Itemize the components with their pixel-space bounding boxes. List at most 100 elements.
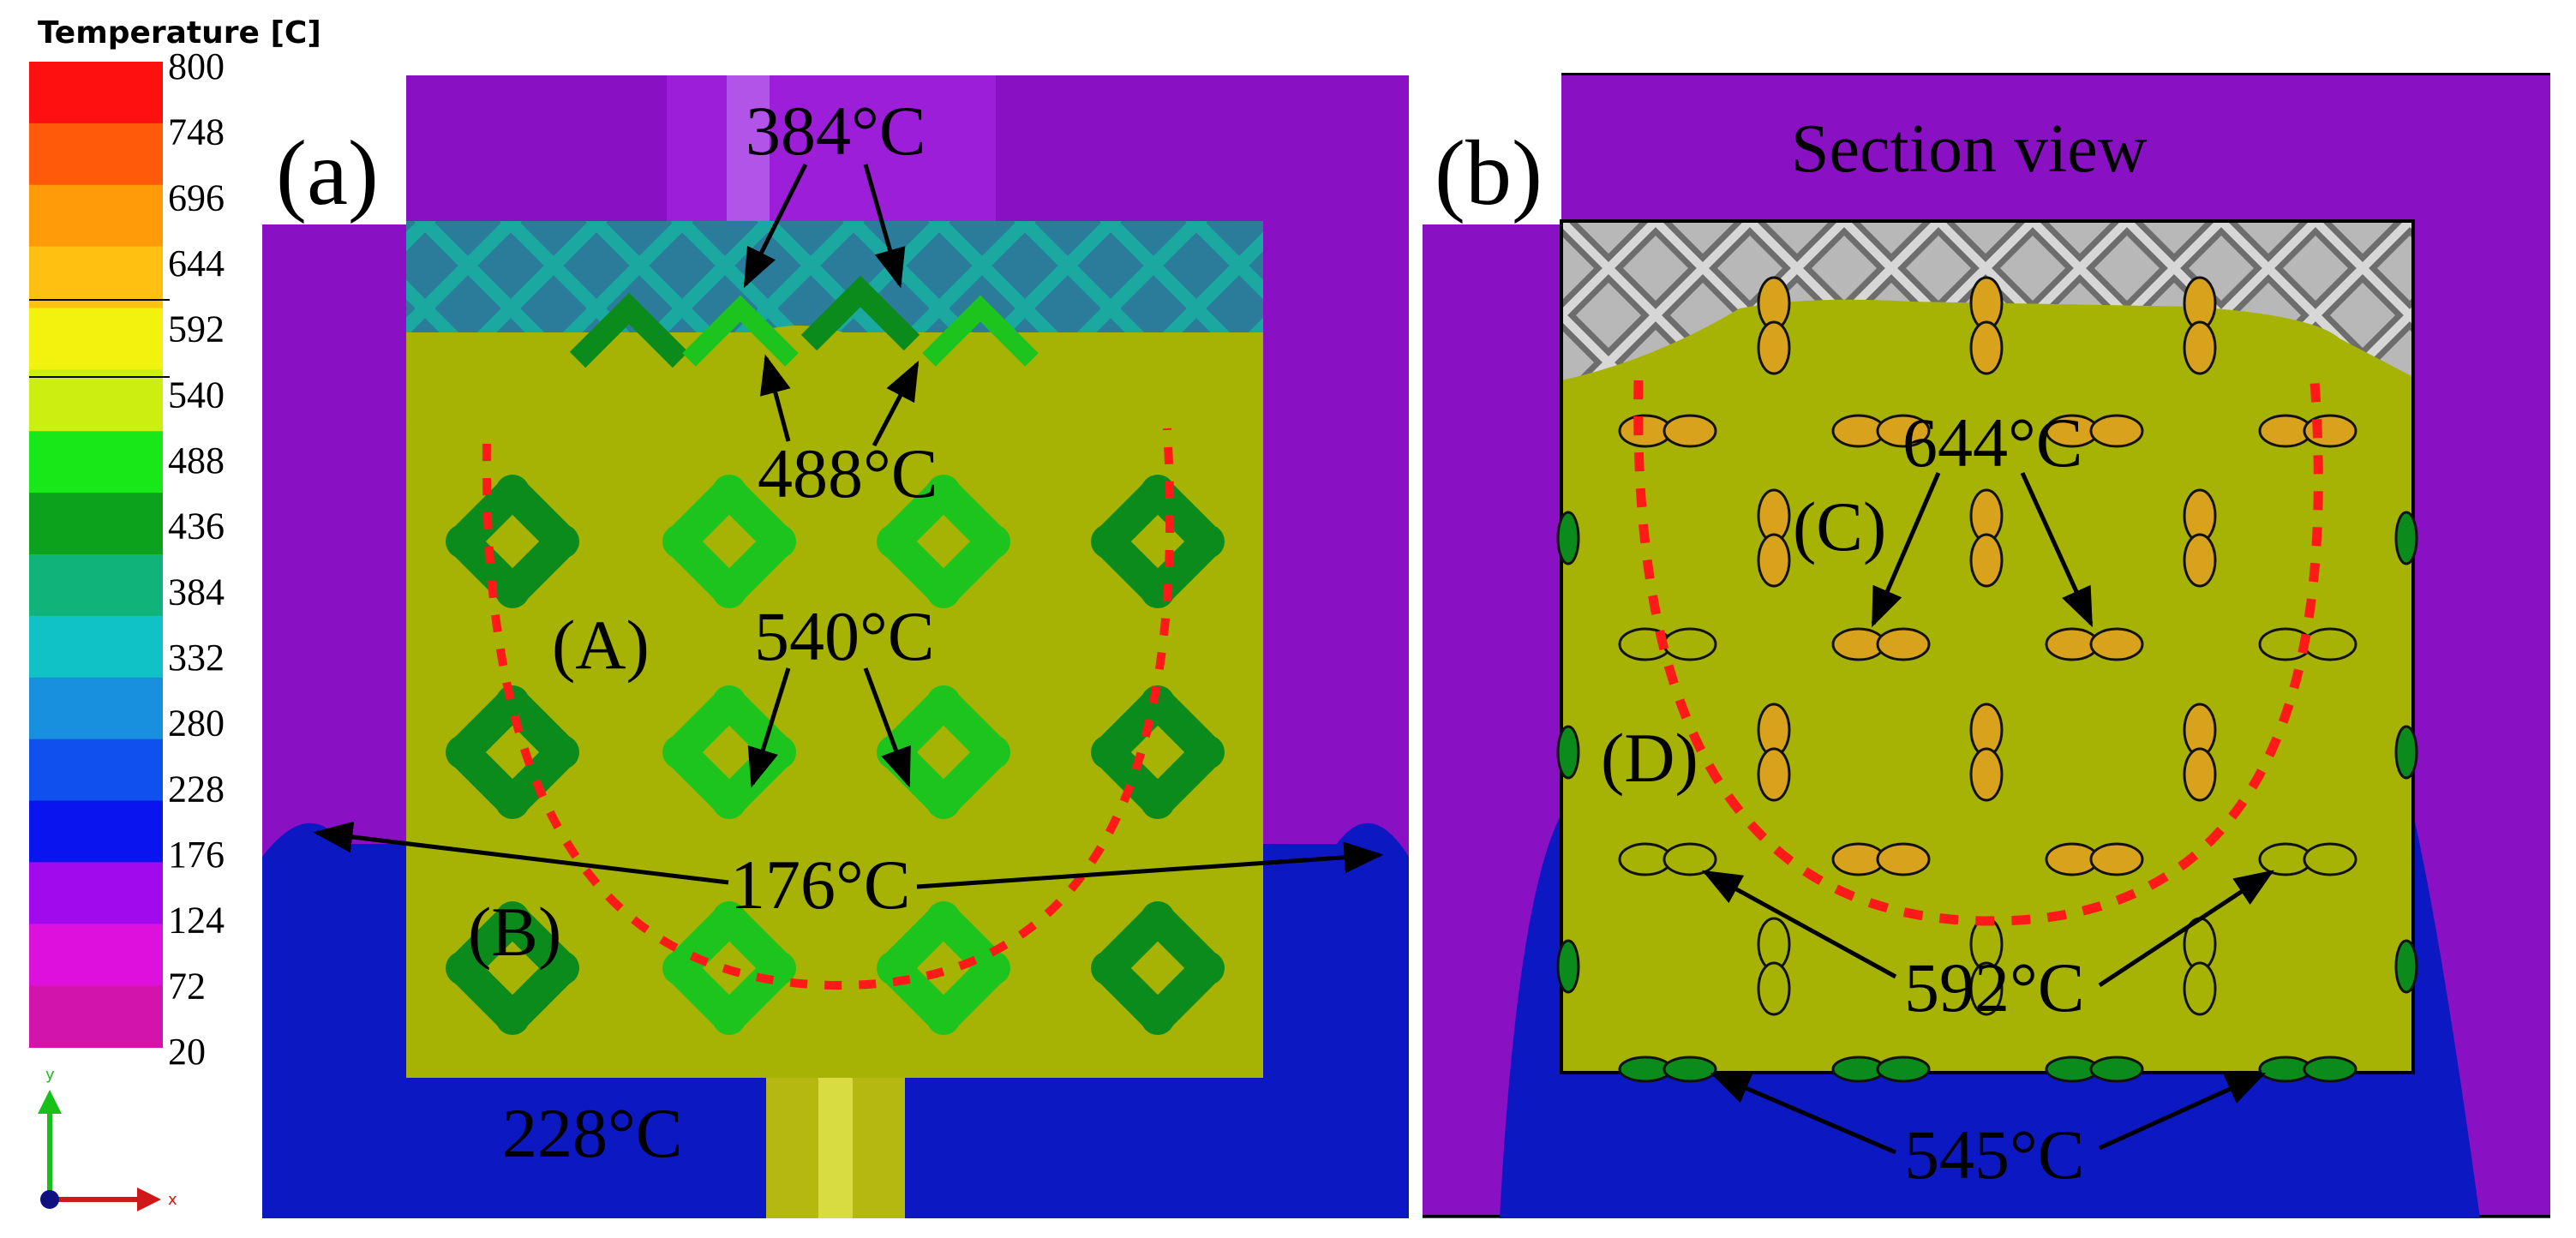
edge-node	[1556, 725, 1580, 780]
legend-band	[29, 800, 163, 864]
bottom-node	[1662, 1056, 1717, 1083]
legend-tick-label: 644	[168, 242, 225, 284]
temp-228: 228°C	[502, 1094, 683, 1172]
legend-band	[29, 123, 163, 186]
lattice-joint	[976, 524, 1010, 559]
section-node	[1757, 533, 1791, 588]
legend-band	[29, 431, 163, 494]
lattice-joint	[1141, 1001, 1175, 1035]
lattice-joint	[545, 735, 579, 769]
edge-node	[2394, 511, 2418, 565]
label-b: (b)	[1435, 123, 1543, 224]
lattice-joint	[712, 685, 746, 720]
lattice-joint	[1190, 524, 1225, 559]
section-node	[1662, 414, 1717, 448]
lattice-joint	[545, 524, 579, 559]
lattice-joint	[926, 475, 961, 509]
arrow-592-right	[2098, 870, 2274, 988]
axis-triad: y x	[38, 1066, 177, 1211]
frame-top	[1561, 73, 2550, 75]
y-axis-arrowhead	[38, 1090, 62, 1114]
section-node	[1969, 320, 2004, 375]
lattice-joint	[926, 685, 961, 720]
panel-b: (b) Section view 644°C 592°C 545°C (C) (…	[1423, 73, 2550, 1218]
lattice-joint	[976, 735, 1010, 769]
legend-tick-label: 800	[168, 45, 225, 87]
lattice-joint	[926, 901, 961, 936]
lattice-joint	[495, 1001, 530, 1035]
legend-band	[29, 985, 163, 1048]
strut-green-light	[922, 295, 1039, 367]
lattice-joint	[495, 475, 530, 509]
arrow-545-right	[2098, 1072, 2267, 1151]
temp-176: 176°C	[730, 846, 911, 924]
lattice-joint	[662, 951, 697, 985]
arrow-176-right	[916, 841, 1384, 889]
legend-color-bands	[29, 62, 163, 1048]
region-C: (C)	[1793, 487, 1886, 565]
runner-highlight	[818, 1078, 853, 1218]
lattice-joint	[446, 735, 480, 769]
lattice-nodes	[446, 475, 1225, 1035]
arrow-176-left	[313, 821, 729, 885]
section-node	[2089, 842, 2144, 876]
bottom-node	[1876, 1056, 1931, 1083]
lattice-joint	[1141, 901, 1175, 936]
temperature-legend: Temperature [C] 800748696644592540488436…	[29, 15, 321, 1073]
y-axis-label: y	[45, 1066, 55, 1084]
section-node	[2089, 414, 2144, 448]
arrow-384-right	[863, 164, 906, 289]
section-node	[1757, 747, 1791, 802]
section-node	[1969, 961, 2004, 1016]
section-node	[1969, 747, 2004, 802]
legend-tick-label: 124	[168, 900, 225, 942]
strut-green-light	[682, 295, 799, 367]
legend-tick-label: 228	[168, 768, 225, 810]
arrow-545-left	[1710, 1072, 1896, 1155]
legend-tick-label: 540	[168, 374, 225, 416]
arrow-592-left	[1701, 870, 1897, 979]
lattice-joint	[976, 951, 1010, 985]
sprue-center	[727, 75, 770, 226]
bottom-node	[2089, 1056, 2144, 1083]
lattice-joint	[662, 524, 697, 559]
section-node	[2183, 533, 2217, 588]
section-node	[2183, 320, 2217, 375]
legend-band	[29, 493, 163, 555]
section-node	[1757, 320, 1791, 375]
lattice-joint	[712, 785, 746, 819]
lattice-joint	[1091, 524, 1125, 559]
legend-tick-label: 332	[168, 637, 225, 679]
temp-644: 644°C	[1902, 404, 2083, 481]
legend-band	[29, 739, 163, 802]
lattice-joint	[712, 901, 746, 936]
arrow-488-left	[759, 354, 791, 442]
sprue-highlight	[667, 75, 996, 226]
temp-592: 592°C	[1904, 948, 2085, 1026]
edge-node	[1556, 939, 1580, 994]
bottom-node	[2303, 1056, 2357, 1083]
legend-band	[29, 862, 163, 925]
legend-tick-label: 592	[168, 308, 225, 350]
lattice-joint	[545, 951, 579, 985]
mold-top-purple-b	[1561, 75, 2550, 226]
section-view-title: Section view	[1791, 111, 2148, 187]
section-nodes	[1556, 276, 2418, 1083]
lattice-joint	[926, 1001, 961, 1035]
region-A: (A)	[552, 606, 650, 684]
arrow-540-left	[747, 667, 791, 788]
melt-front	[406, 326, 1263, 1078]
section-node	[2303, 414, 2357, 448]
legend-band	[29, 369, 163, 433]
isotherm-dashed-b	[1633, 369, 2323, 926]
lattice-joint	[1190, 735, 1225, 769]
strut-green	[800, 275, 920, 351]
lattice-joint	[495, 901, 530, 936]
lattice-joint	[1141, 785, 1175, 819]
section-node	[1876, 414, 1931, 448]
arrow-384-left	[743, 163, 808, 289]
legend-tick-label: 436	[168, 505, 225, 547]
edge-node	[1556, 511, 1580, 565]
legend-tick-label: 20	[168, 1031, 206, 1073]
legend-tick-label: 176	[168, 834, 225, 876]
